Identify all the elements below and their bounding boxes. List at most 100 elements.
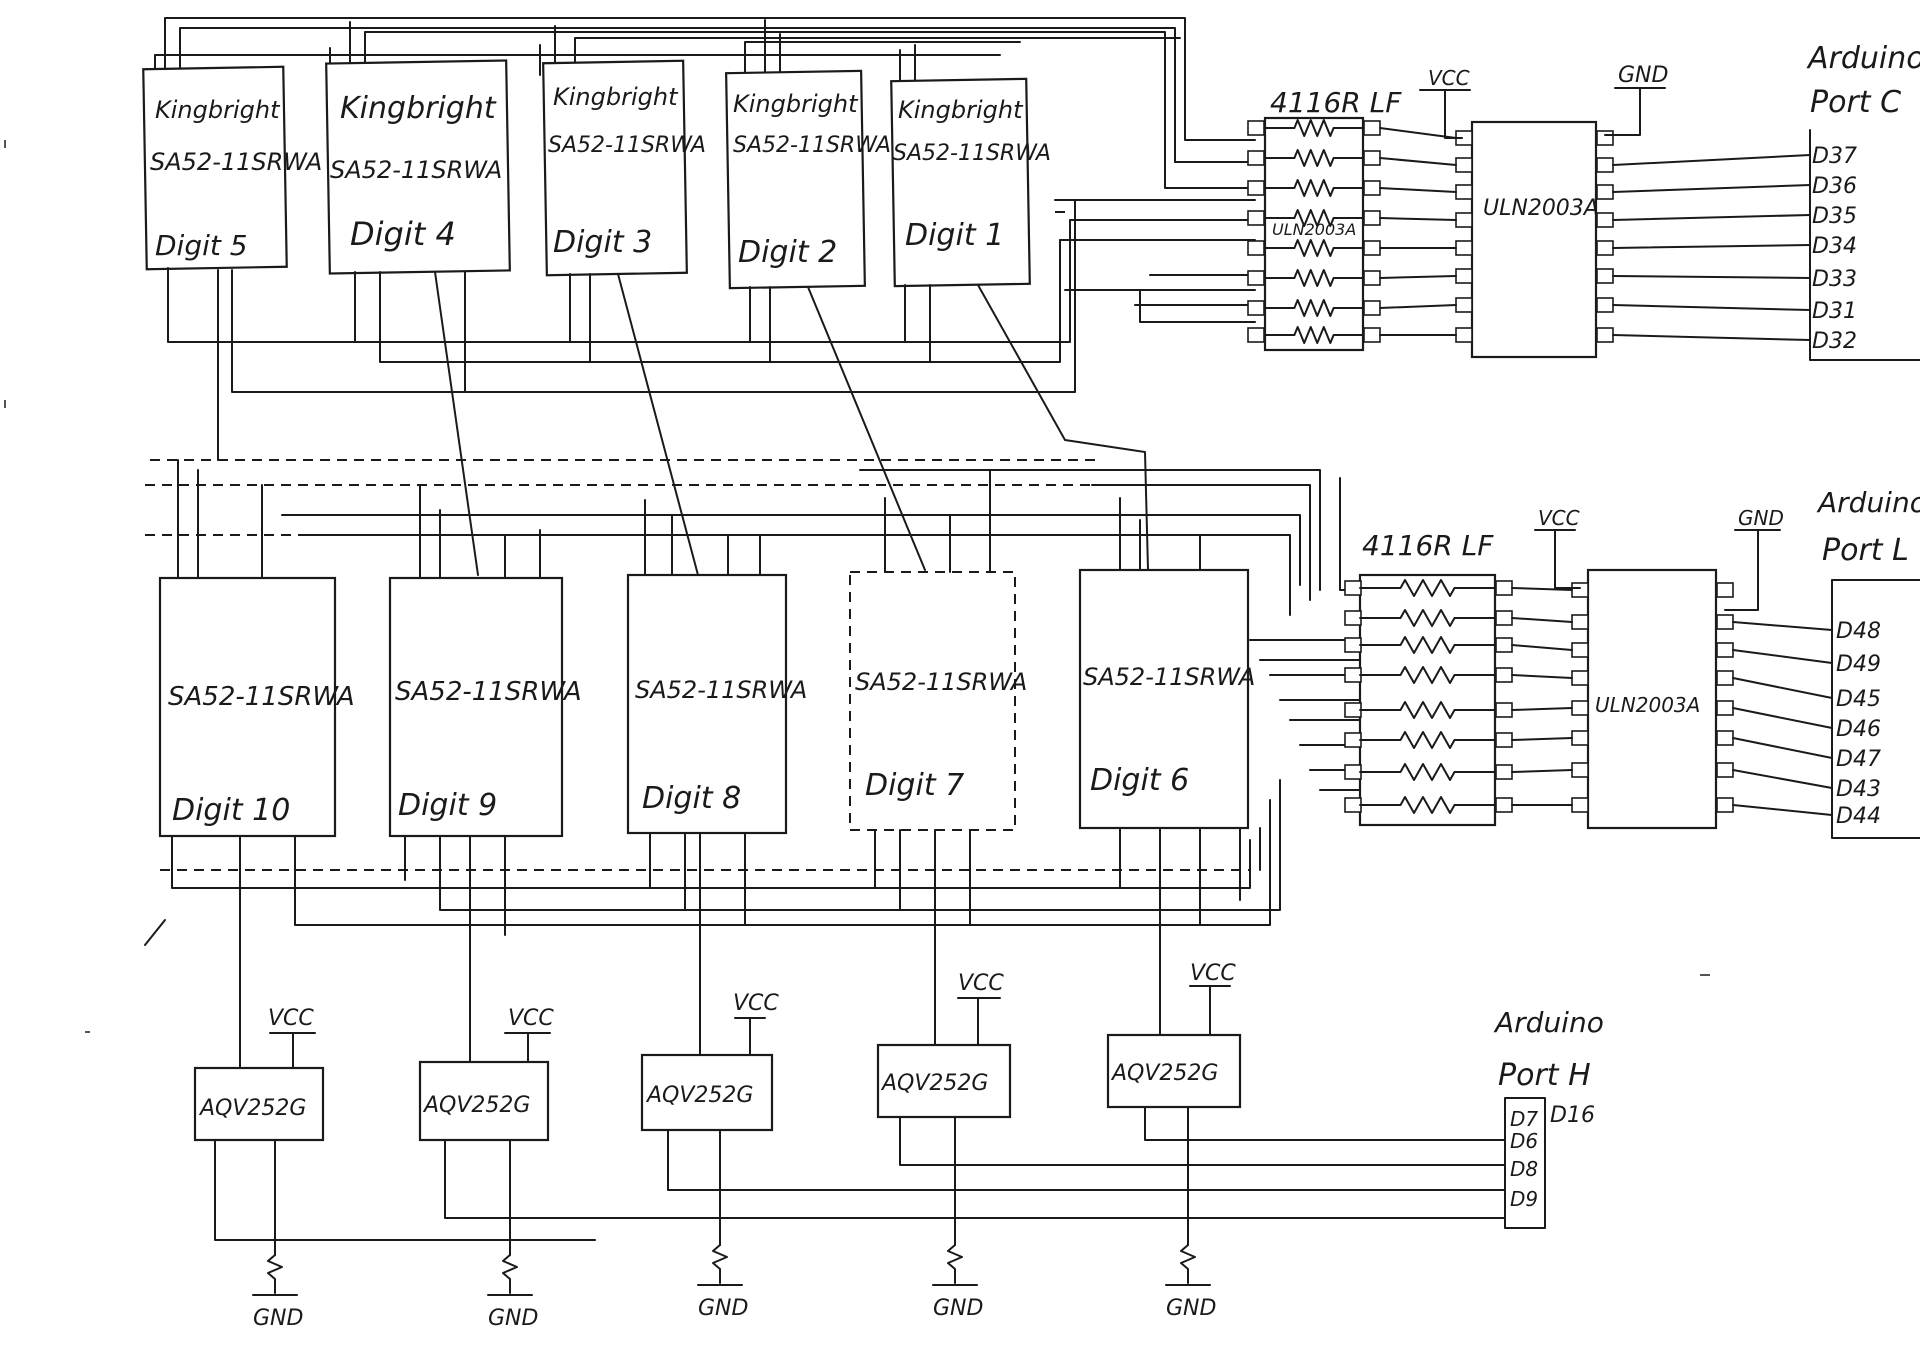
display-maker: Kingbright [553,83,679,111]
relay-label: AQV252G [422,1093,530,1118]
display-digit-3: Kingbright SA52-11SRWA Digit 3 [542,59,706,277]
resistor-label: 4116R LF [1270,86,1402,119]
display-part: SA52-11SRWA [548,133,706,158]
overlap-label: ULN2003A [1272,220,1356,239]
display-digit-label: Digit 4 [350,215,456,253]
wire [1612,154,1811,166]
ic-pin [1455,297,1473,313]
wire [1511,674,1573,679]
display-maker: Kingbright [898,96,1024,124]
display-digit-label: Digit 3 [553,225,652,260]
relay-label: AQV252G [645,1083,753,1108]
port-h-pin-label: D9 [1510,1187,1538,1211]
wire [1732,707,1833,729]
ic-pin [1571,700,1589,716]
ic-pin [1716,642,1734,658]
top-row-lower-wires [150,199,1256,576]
resistor-zigzag [1359,666,1496,684]
ic-pin [1495,702,1513,718]
display-digit-label: Digit 5 [155,229,248,262]
port-h-title1: Arduino [1493,1006,1604,1039]
display-digit-8: SA52-11SRWA Digit 8 [626,573,807,835]
ic-pin [1344,702,1362,718]
ic-pin [1596,184,1614,200]
bottom-row-displays: SA52-11SRWA Digit 10 SA52-11SRWA Digit 9… [158,568,1255,838]
ic-pin [1596,212,1614,228]
ic-pin [1344,580,1362,596]
display-part: SA52-11SRWA [733,133,891,158]
ground-resistor [712,1244,728,1284]
ground-label: GND [253,1306,303,1331]
relay-1: AQV252G VCC [193,1006,596,1256]
ic-pin [1455,240,1473,256]
display-part: SA52-11SRWA [150,148,322,176]
display-digit-label: Digit 6 [1090,763,1189,798]
resistor-zigzag [1264,299,1364,317]
port-c-pin-label: D34 [1812,234,1857,259]
wire [1379,187,1457,193]
display-digit-label: Digit 8 [642,781,741,816]
resistor-zigzag [1359,579,1496,597]
port-h-note: D16 [1550,1103,1595,1128]
wire [1612,334,1811,341]
resistor-network-bottom: 4116R LF [1344,529,1513,827]
display-digit-1: Kingbright SA52-11SRWA Digit 1 [890,77,1051,288]
ic-pin [1247,150,1265,166]
ground-label: GND [933,1296,983,1321]
resistor-zigzag [1264,239,1364,257]
ic-pin [1596,157,1614,173]
relay-5: AQV252G VCC [1106,961,1506,1246]
relay-vcc: VCC [958,971,1004,996]
display-digit-5: Kingbright SA52-11SRWA Digit 5 [142,65,322,271]
ic-pin [1716,700,1734,716]
wire [1379,275,1457,279]
display-part: SA52-11SRWA [1083,663,1255,691]
ic-pin [1495,764,1513,780]
ic-pin [1495,667,1513,683]
vcc-label: VCC [1538,506,1580,530]
ic-pin [1363,327,1381,343]
resistor-label: 4116R LF [1362,529,1494,562]
ground-resistor [267,1254,283,1294]
ic-pin [1363,210,1381,226]
ic-pin [1571,582,1589,598]
driver-label: ULN2003A [1483,196,1599,221]
ic-pin [1344,732,1362,748]
ic-pin [1344,637,1362,653]
wire [1511,587,1573,591]
driver-label: ULN2003A [1595,693,1700,717]
port-c-pin-label: D31 [1812,299,1857,324]
port-l-pin-label: D43 [1836,777,1881,802]
wire [1379,157,1457,166]
ground-label: GND [1166,1296,1216,1321]
relay-3: AQV252G VCC [640,991,1506,1246]
display-digit-9: SA52-11SRWA Digit 9 [388,576,582,838]
ic-pin [1363,150,1381,166]
relay-vcc: VCC [508,1006,554,1031]
ic-pin [1571,797,1589,813]
gnd-label: GND [1738,506,1784,530]
display-part: SA52-11SRWA [330,156,502,184]
ic-pin [1247,270,1265,286]
ic-pin [1247,180,1265,196]
port-l-pin-label: D49 [1836,652,1881,677]
wire [1732,621,1833,631]
display-digit-10: SA52-11SRWA Digit 10 [158,576,355,838]
relay-vcc: VCC [268,1006,314,1031]
resistor-zigzag [1359,609,1496,627]
port-h-pin-label: D7 [1510,1107,1538,1131]
stray-marks [4,140,1710,1033]
display-part: SA52-11SRWA [635,676,807,704]
ic-pin [1716,730,1734,746]
display-maker: Kingbright [155,96,281,124]
port-c-pin-label: D36 [1812,174,1857,199]
display-digit-4: Kingbright SA52-11SRWA Digit 4 [325,59,511,275]
wire [1732,737,1833,759]
wire [1379,304,1457,309]
port-c-title1: Arduino [1806,41,1920,76]
resistor-zigzag [1264,179,1364,197]
